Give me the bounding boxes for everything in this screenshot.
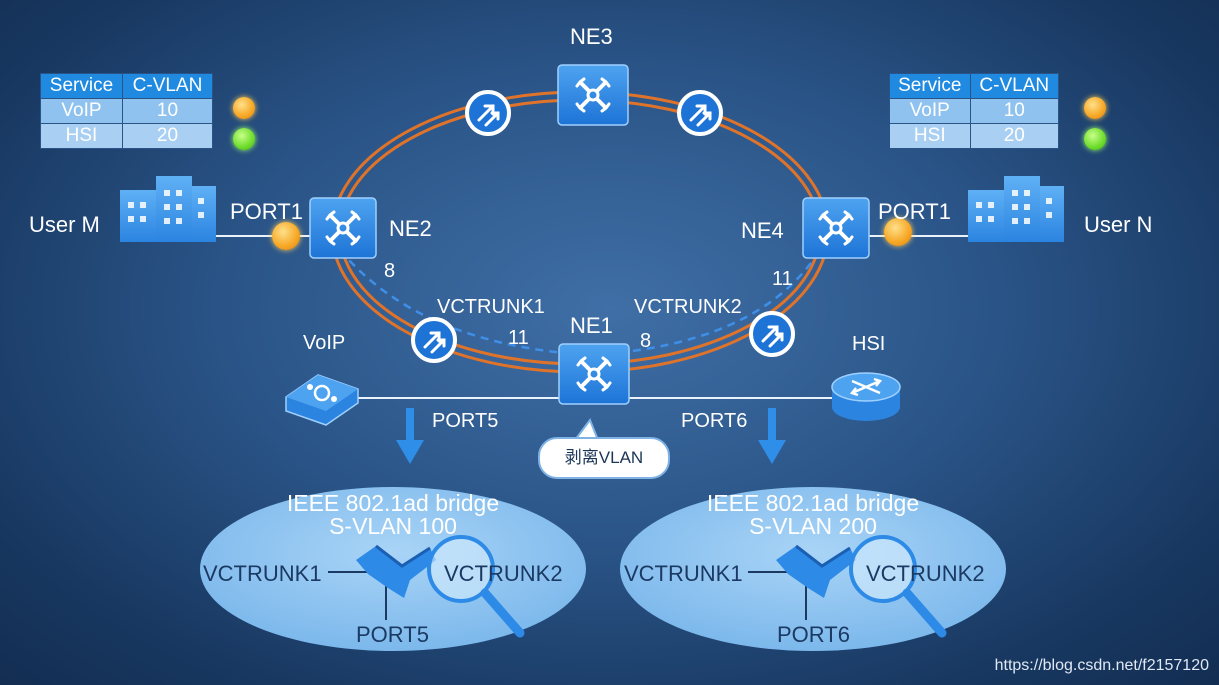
table-cell: VoIP <box>40 98 123 124</box>
bridge-left-line2: S-VLAN 100 <box>329 513 457 539</box>
regenerator-icon <box>465 90 511 136</box>
user-n-label: User N <box>1084 212 1153 237</box>
magnifier-icon <box>849 535 947 638</box>
voip-gateway-icon <box>285 374 359 426</box>
down-arrow-icon <box>758 408 786 464</box>
watermark: https://blog.csdn.net/f2157120 <box>994 657 1209 674</box>
hsi-label: HSI <box>852 333 886 355</box>
port5-label: PORT5 <box>432 410 499 432</box>
table-header: C-VLAN <box>969 73 1060 99</box>
port6-label: PORT6 <box>681 410 748 432</box>
regenerator-icon <box>677 90 723 136</box>
bridge-left-line1: IEEE 802.1ad bridge <box>286 490 500 516</box>
strip-vlan-callout: 剥离VLAN <box>538 437 670 479</box>
bridge-left-vctrunk2: VCTRUNK2 <box>444 561 563 586</box>
bridge-right-port: PORT6 <box>777 622 850 647</box>
user-m-building-icon <box>120 176 216 242</box>
hsi-status-icon <box>233 128 255 150</box>
ne4-switch-icon <box>802 197 870 259</box>
ne3-switch-icon <box>557 64 629 126</box>
regenerator-icon <box>411 317 457 363</box>
magnifier-icon <box>427 535 525 638</box>
vlan-table-left: Service C-VLAN VoIP 10 HSI 20 <box>40 73 214 149</box>
regenerator-icon <box>749 311 795 357</box>
table-cell: HSI <box>40 123 123 149</box>
vlan-table-right: Service C-VLAN VoIP 10 HSI 20 <box>889 73 1060 149</box>
ne2-label: NE2 <box>389 216 432 241</box>
table-cell: 20 <box>969 123 1060 149</box>
voip-status-icon <box>1084 97 1106 119</box>
ne1-switch-icon <box>558 343 630 405</box>
ne1-right-trunk-number: 8 <box>640 330 652 352</box>
table-cell: 10 <box>121 98 214 124</box>
user-n-building-icon <box>968 176 1064 242</box>
down-arrow-icon <box>396 408 424 464</box>
router-icon <box>831 372 901 421</box>
ne4-trunk-number: 11 <box>772 268 793 290</box>
bridge-left-vctrunk1: VCTRUNK1 <box>203 561 322 586</box>
port1-left-status-icon <box>272 222 300 250</box>
bridge-right-vctrunk2: VCTRUNK2 <box>866 561 985 586</box>
ne2-switch-icon <box>309 197 377 259</box>
bridge-left-title: IEEE 802.1ad bridge S-VLAN 100 <box>273 492 513 538</box>
table-cell: VoIP <box>889 98 971 124</box>
voip-label: VoIP <box>303 332 346 354</box>
ne1-left-trunk-number: 11 <box>508 327 529 349</box>
bridge-right-vctrunk1: VCTRUNK1 <box>624 561 743 586</box>
port1-right-label: PORT1 <box>878 199 951 224</box>
voip-status-icon <box>233 97 255 119</box>
bridge-icon <box>748 544 856 620</box>
vctrunk2-label: VCTRUNK2 <box>634 296 742 318</box>
bridge-right-line2: S-VLAN 200 <box>749 513 877 539</box>
port1-left-label: PORT1 <box>230 199 303 224</box>
user-m-label: User M <box>29 212 100 237</box>
ne2-trunk-number: 8 <box>384 260 396 282</box>
vctrunk1-label: VCTRUNK1 <box>437 296 545 318</box>
ne4-label: NE4 <box>741 218 784 243</box>
bridge-right-title: IEEE 802.1ad bridge S-VLAN 200 <box>693 492 933 538</box>
ne3-label: NE3 <box>570 24 613 49</box>
bridge-icon <box>328 544 436 620</box>
hsi-status-icon <box>1084 128 1106 150</box>
table-cell: 20 <box>121 123 214 149</box>
bridge-left-port: PORT5 <box>356 622 429 647</box>
bridge-right-line1: IEEE 802.1ad bridge <box>706 490 920 516</box>
port1-right-status-icon <box>884 218 912 246</box>
table-header: C-VLAN <box>121 73 214 99</box>
table-cell: 10 <box>969 98 1060 124</box>
table-header: Service <box>40 73 123 99</box>
ne1-label: NE1 <box>570 313 613 338</box>
table-cell: HSI <box>889 123 971 149</box>
table-header: Service <box>889 73 971 99</box>
